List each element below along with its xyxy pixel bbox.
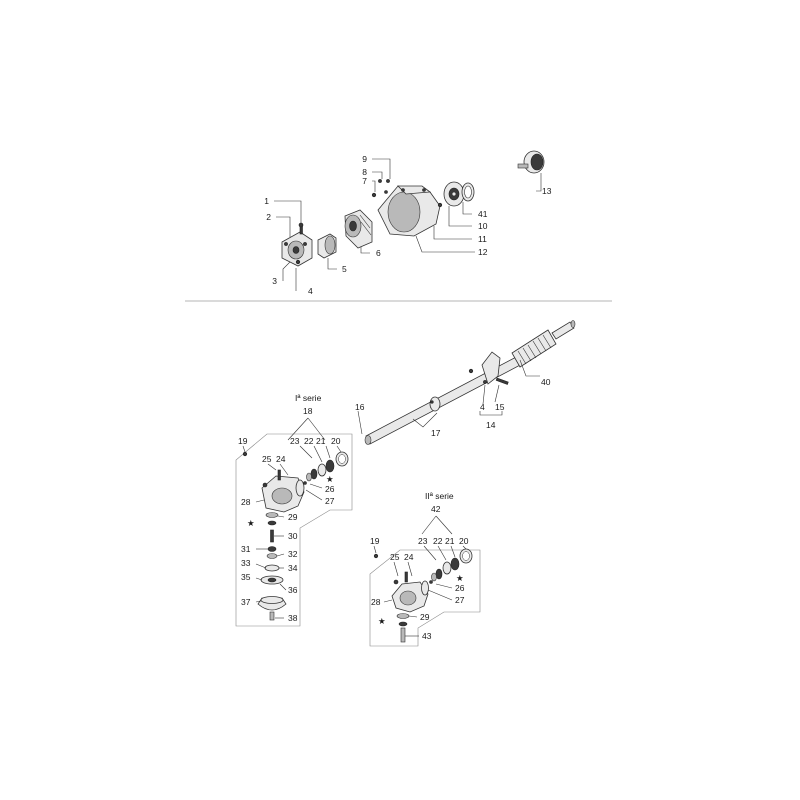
bushing-part	[317, 233, 337, 259]
series-2-number: 42	[431, 504, 441, 514]
s2-label-29: 29	[420, 612, 430, 622]
series-2-leader-lines	[373, 545, 467, 637]
series-1-number: 18	[303, 406, 313, 416]
series-2-gearbox-group: IIª serie 42	[369, 491, 481, 647]
s2-label-21: 21	[445, 536, 455, 546]
series-1-gearbox-group: Iª serie 18	[235, 393, 353, 627]
s1-label-20: 20	[331, 436, 341, 446]
s1-label-35: 35	[241, 572, 251, 582]
engine-coupling-group: 1 2 3 4 5 6 7 8 9 41 10 11 12 13	[264, 150, 552, 296]
label-15: 15	[495, 402, 505, 412]
label-9: 9	[362, 154, 367, 164]
shaft-labels: 16 17 4 15 14 40	[355, 377, 551, 438]
s1-label-23: 23	[290, 436, 300, 446]
s2-label-27: 27	[455, 595, 465, 605]
s1-label-28: 28	[241, 497, 251, 507]
s1-label-29: 29	[288, 512, 298, 522]
screw-part-1	[298, 222, 304, 235]
s1-label-38: 38	[288, 613, 298, 623]
s2-label-20: 20	[459, 536, 469, 546]
s1-label-25: 25	[262, 454, 272, 464]
handle-grip-part	[511, 320, 576, 368]
clutch-bell-part	[344, 209, 373, 249]
label-41: 41	[478, 209, 488, 219]
s2-label-25: 25	[390, 552, 400, 562]
series-1-blade-stack	[257, 512, 287, 621]
label-16: 16	[355, 402, 365, 412]
series-1-leader-lines	[242, 445, 342, 619]
label-7: 7	[362, 176, 367, 186]
s2-label-26: 26	[455, 583, 465, 593]
series-1-bearing-stack	[242, 451, 349, 485]
label-12: 12	[478, 247, 488, 257]
series-1-title: Iª serie	[295, 393, 322, 403]
s1-label-24: 24	[276, 454, 286, 464]
s1-label-37: 37	[241, 597, 251, 607]
s2-label-43: 43	[422, 631, 432, 641]
series-2-labels: 19 23 22 21 20 25 24 ★ 26 27 28 ★ 29 43	[370, 536, 469, 641]
series-2-gear-head-part	[391, 571, 429, 613]
label-3: 3	[272, 276, 277, 286]
s1-label-34: 34	[288, 563, 298, 573]
s2-star-top: ★	[456, 573, 464, 583]
s1-label-33: 33	[241, 558, 251, 568]
s1-label-22: 22	[304, 436, 314, 446]
handle-clamp-part	[468, 351, 509, 385]
s1-star-top: ★	[326, 474, 334, 484]
s1-star-bottom: ★	[247, 518, 255, 528]
bolts-7-8-9	[371, 179, 390, 198]
label-40: 40	[541, 377, 551, 387]
label-8: 8	[362, 167, 367, 177]
series-2-title: IIª serie	[425, 491, 454, 501]
top-leader-lines	[274, 158, 542, 291]
series-1-gear-head-part	[261, 469, 305, 513]
label-14: 14	[486, 420, 496, 430]
s2-label-19: 19	[370, 536, 380, 546]
s1-label-19: 19	[238, 436, 248, 446]
s2-label-24: 24	[404, 552, 414, 562]
top-group-labels: 1 2 3 4 5 6 7 8 9 41 10 11 12 13	[264, 154, 551, 296]
label-17: 17	[431, 428, 441, 438]
tube-clamp-part	[429, 396, 441, 412]
clutch-housing-part	[377, 185, 441, 237]
clutch-disc-part	[437, 181, 475, 208]
label-4-top: 4	[308, 286, 313, 296]
series-1-frame	[235, 433, 353, 627]
flange-hub-part	[281, 231, 313, 267]
s2-star-bottom: ★	[378, 616, 386, 626]
s1-label-21: 21	[316, 436, 326, 446]
s1-label-30: 30	[288, 531, 298, 541]
s1-label-32: 32	[288, 549, 298, 559]
label-1: 1	[264, 196, 269, 206]
shaft-tube-part	[364, 354, 525, 445]
drive-shaft-group: 16 17 4 15 14 40	[355, 320, 576, 445]
s1-label-31: 31	[241, 544, 251, 554]
label-11: 11	[478, 234, 487, 244]
shaft-leader-lines	[357, 359, 540, 435]
s2-label-28: 28	[371, 597, 381, 607]
s1-label-27: 27	[325, 496, 335, 506]
label-2: 2	[266, 212, 271, 222]
label-10: 10	[478, 221, 488, 231]
s2-label-23: 23	[418, 536, 428, 546]
label-13: 13	[542, 186, 552, 196]
drive-pulley-part	[517, 150, 545, 174]
series-2-shaft-stack	[396, 613, 410, 643]
label-6: 6	[376, 248, 381, 258]
label-5: 5	[342, 264, 347, 274]
s1-label-26: 26	[325, 484, 335, 494]
s1-label-36: 36	[288, 585, 298, 595]
label-4-shaft: 4	[480, 402, 485, 412]
series-2-frame	[369, 549, 481, 647]
series-2-bearing-stack	[373, 548, 473, 584]
series-1-labels: 19 23 22 21 20 25 24 ★ 26 27 28 ★ 29 30 …	[238, 436, 341, 623]
s2-label-22: 22	[433, 536, 443, 546]
